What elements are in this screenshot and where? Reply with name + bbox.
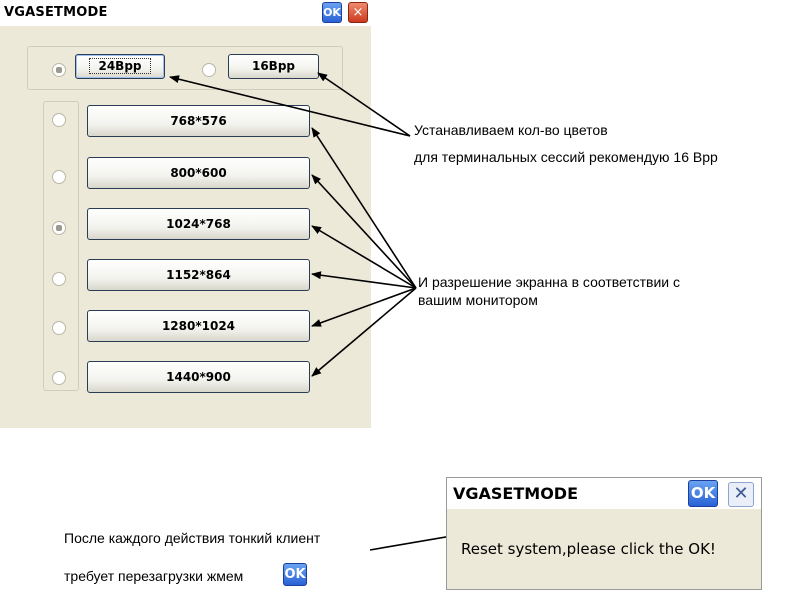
arrow-to-1280x1024 xyxy=(311,287,417,327)
button-800x600[interactable]: 800*600 xyxy=(87,157,310,189)
radio-800x600[interactable] xyxy=(52,170,66,184)
reset-dialog-title: VGASETMODE xyxy=(453,484,578,503)
color-depth-group xyxy=(27,46,343,90)
button-1024x768[interactable]: 1024*768 xyxy=(87,208,310,240)
vgasetmode-dialog: VGASETMODE OK × 24Bpp 16Bpp 768*576 800*… xyxy=(0,0,371,428)
reset-message: Reset system,please click the OK! xyxy=(461,540,716,558)
reset-title-bar: VGASETMODE OK ✕ xyxy=(447,478,761,509)
radio-1280x1024[interactable] xyxy=(52,321,66,335)
annotation-reboot-line1: После каждого действия тонкий клиент xyxy=(64,530,321,546)
radio-1440x900[interactable] xyxy=(52,371,66,385)
ok-button[interactable]: OK xyxy=(322,2,342,23)
arrow-to-800x600 xyxy=(311,174,417,289)
close-button[interactable]: × xyxy=(348,2,368,23)
annotation-resolution-line1: И разрешение экранна в соответствии с xyxy=(418,274,680,290)
arrow-to-1440x900 xyxy=(311,287,417,377)
ok-icon: OK xyxy=(283,563,307,586)
reset-close-button[interactable]: ✕ xyxy=(728,482,754,507)
reset-ok-button[interactable]: OK xyxy=(688,480,718,507)
close-icon: × xyxy=(352,5,364,20)
arrow-to-1152x864 xyxy=(311,271,417,289)
button-768x576[interactable]: 768*576 xyxy=(87,105,310,137)
resolution-radio-group xyxy=(43,101,79,391)
radio-1024x768[interactable] xyxy=(52,221,66,235)
annotation-resolution-line2: вашим монитором xyxy=(418,292,538,308)
arrow-to-1024x768 xyxy=(311,225,417,289)
radio-16bpp[interactable] xyxy=(202,63,216,77)
radio-1152x864[interactable] xyxy=(52,272,66,286)
button-24bpp[interactable]: 24Bpp xyxy=(75,54,165,79)
annotation-colors-line1: Устанавливаем кол-во цветов xyxy=(414,122,608,138)
radio-24bpp[interactable] xyxy=(52,63,66,77)
dialog-title: VGASETMODE xyxy=(4,5,108,20)
title-bar: VGASETMODE OK × xyxy=(0,0,371,26)
arrow-to-24bpp xyxy=(169,75,411,137)
button-1152x864[interactable]: 1152*864 xyxy=(87,259,310,291)
annotation-reboot-line2: требует перезагрузки жмем xyxy=(64,568,244,584)
arrow-to-16bpp xyxy=(317,72,411,137)
button-16bpp[interactable]: 16Bpp xyxy=(228,54,319,79)
button-1440x900[interactable]: 1440*900 xyxy=(87,361,310,393)
reset-dialog: VGASETMODE OK ✕ Reset system,please clic… xyxy=(446,477,762,590)
close-icon: ✕ xyxy=(733,483,749,504)
button-1280x1024[interactable]: 1280*1024 xyxy=(87,310,310,342)
annotation-colors-line2: для терминальных сессий рекомендую 16 Bp… xyxy=(414,149,718,165)
button-24bpp-label: 24Bpp xyxy=(89,58,151,74)
arrow-to-768x576 xyxy=(311,127,417,289)
radio-768x576[interactable] xyxy=(52,113,66,127)
